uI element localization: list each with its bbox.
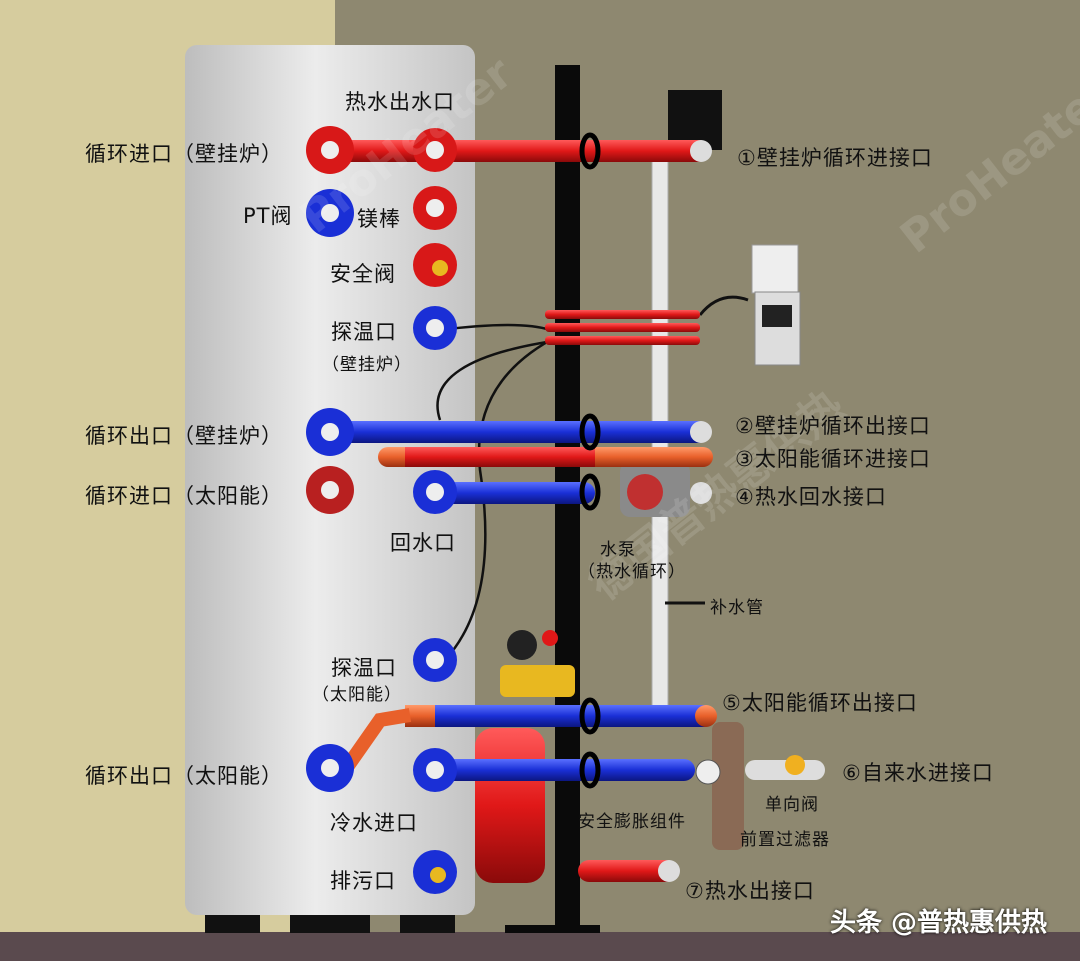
label-pt-valve: PT阀: [243, 204, 293, 228]
pipe-boiler-out: [325, 421, 712, 443]
connection-5: ⑤太阳能循环出接口: [722, 691, 918, 715]
tank-ports: [306, 126, 457, 894]
label-drain: 排污口: [330, 869, 396, 893]
expansion-valve-group: [500, 665, 575, 697]
label-hot-outlet: 热水出水口: [345, 90, 455, 114]
pipe-return: [435, 482, 712, 504]
connection-3: ③太阳能循环进接口: [735, 447, 931, 471]
pipe-hot-out: [578, 860, 680, 882]
pole-base: [505, 925, 600, 933]
label-expansion-kit: 安全膨胀组件: [578, 812, 686, 832]
connection-4: ④热水回水接口: [735, 485, 887, 509]
pipe-boiler-in: [325, 140, 712, 162]
label-sensor-port-boiler-sub: （壁挂炉）: [322, 355, 412, 375]
label-return-port: 回水口: [390, 531, 456, 555]
connection-2: ②壁挂炉循环出接口: [735, 414, 931, 438]
pipe-solar-in: [378, 447, 713, 467]
label-boiler-loop-out: 循环出口（壁挂炉）: [85, 424, 283, 448]
connection-6: ⑥自来水进接口: [842, 761, 994, 785]
connection-7: ⑦热水出接口: [685, 879, 815, 903]
label-cold-inlet: 冷水进口: [330, 811, 418, 835]
label-safety-valve: 安全阀: [330, 262, 396, 286]
label-pump: 水泵: [600, 540, 636, 560]
floor: [0, 932, 1080, 961]
label-check-valve: 单向阀: [765, 795, 819, 815]
label-makeup-pipe: 补水管: [710, 598, 764, 618]
label-anode-rod: 镁棒: [357, 207, 401, 231]
label-solar-loop-out: 循环出口（太阳能）: [85, 764, 283, 788]
pipe-solar-out: [339, 705, 717, 775]
expansion-tank: [475, 728, 545, 883]
label-sensor-port-boiler: 探温口: [331, 320, 397, 344]
label-boiler-loop-in: 循环进口（壁挂炉）: [85, 142, 283, 166]
label-solar-loop-in: 循环进口（太阳能）: [85, 484, 283, 508]
prefilter: [695, 722, 744, 850]
wall-socket: [751, 244, 799, 294]
label-sensor-port-solar: 探温口: [331, 656, 397, 680]
circulation-pump: [620, 462, 690, 517]
pipe-cold-in: [435, 755, 825, 781]
controller: [754, 291, 801, 366]
label-prefilter: 前置过滤器: [740, 830, 830, 850]
connection-1: ①壁挂炉循环进接口: [737, 146, 933, 170]
label-sensor-port-solar-sub: （太阳能）: [312, 685, 402, 705]
label-pump-sub: （热水循环）: [578, 562, 686, 582]
credit-watermark: 头条 @普热惠供热: [830, 908, 1048, 938]
